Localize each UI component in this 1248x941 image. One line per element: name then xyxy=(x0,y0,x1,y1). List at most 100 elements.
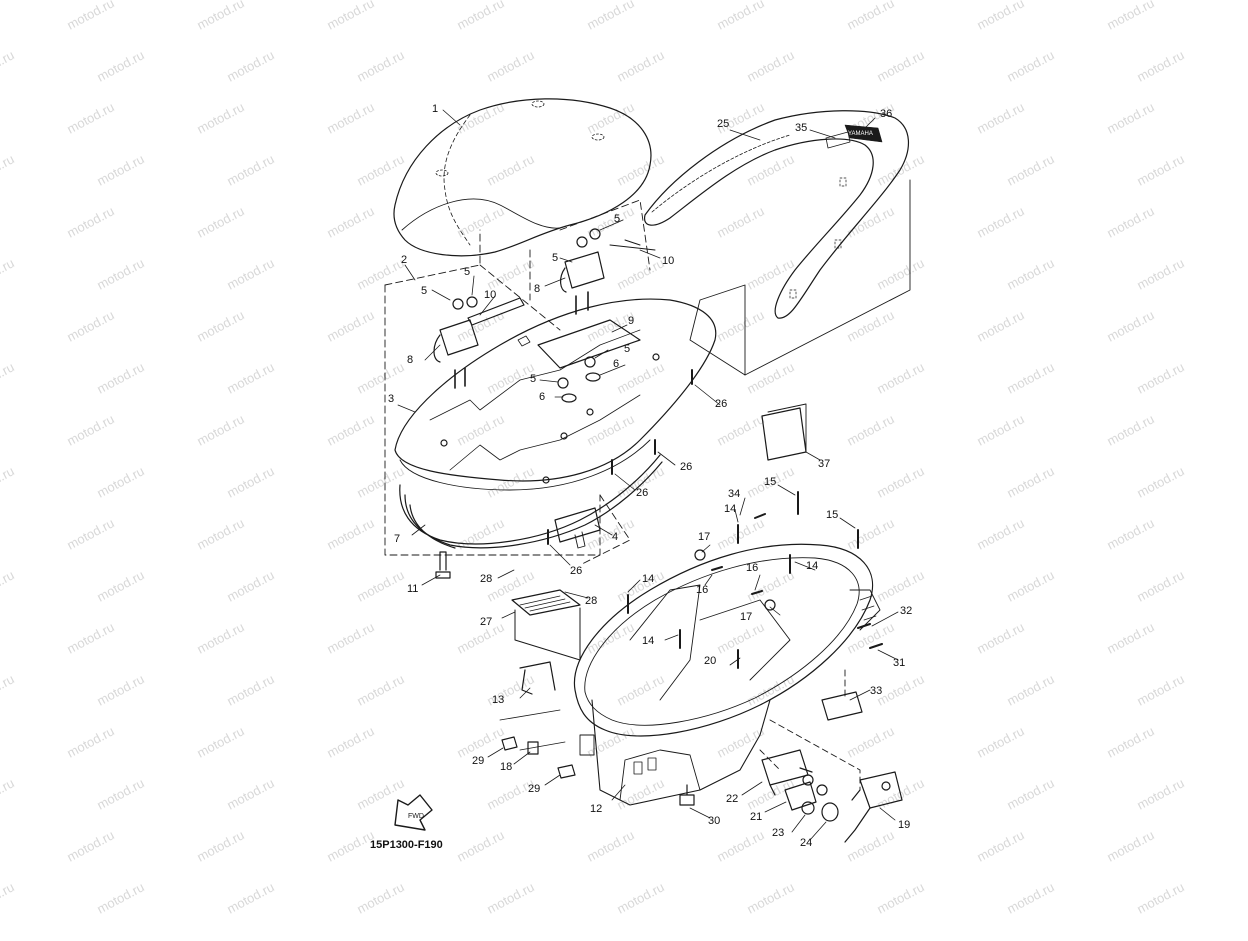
watermark-text: motod.ru xyxy=(874,567,926,604)
watermark-text: motod.ru xyxy=(224,47,276,84)
watermark-text: motod.ru xyxy=(224,463,276,500)
callout-c28b: 28 xyxy=(585,595,597,607)
watermark-text: motod.ru xyxy=(194,203,246,240)
callout-c31: 31 xyxy=(893,657,905,669)
watermark-text: motod.ru xyxy=(64,723,116,760)
callout-c26b: 26 xyxy=(680,461,692,473)
callout-c33: 33 xyxy=(870,685,882,697)
watermark-text: motod.ru xyxy=(194,99,246,136)
watermark-text: motod.ru xyxy=(1104,0,1156,33)
watermark-text: motod.ru xyxy=(354,151,406,188)
callout-c24: 24 xyxy=(800,837,812,849)
callout-c11: 11 xyxy=(407,583,418,595)
watermark-text: motod.ru xyxy=(0,255,17,292)
owners-manual-part xyxy=(761,403,807,461)
watermark-text: motod.ru xyxy=(194,515,246,552)
watermark-text: motod.ru xyxy=(974,411,1026,448)
callout-c7: 7 xyxy=(394,533,400,545)
watermark-text: motod.ru xyxy=(844,515,896,552)
callout-c15b: 15 xyxy=(826,509,838,521)
callout-c25: 25 xyxy=(717,118,729,130)
callout-c14b: 14 xyxy=(642,573,654,585)
watermark-text: motod.ru xyxy=(324,619,376,656)
watermark-text: motod.ru xyxy=(584,0,636,33)
watermark-text: motod.ru xyxy=(844,411,896,448)
watermark-text: motod.ru xyxy=(874,47,926,84)
clip-18 xyxy=(527,741,539,755)
callout-c29a: 29 xyxy=(472,755,484,767)
clip-13 xyxy=(519,661,556,695)
washer-17b xyxy=(764,599,776,611)
watermark-text: motod.ru xyxy=(484,255,536,292)
callout-c16a: 16 xyxy=(746,562,758,574)
watermark-text: motod.ru xyxy=(614,47,666,84)
fwd-label: FWD xyxy=(408,813,424,820)
watermark-text: motod.ru xyxy=(614,359,666,396)
watermark-text: motod.ru xyxy=(484,879,536,916)
callout-c14a: 14 xyxy=(724,503,736,515)
watermark-text: motod.ru xyxy=(224,255,276,292)
watermark-text: motod.ru xyxy=(1004,775,1056,812)
watermark-text: motod.ru xyxy=(324,515,376,552)
watermark-text: motod.ru xyxy=(354,255,406,292)
callout-c16b: 16 xyxy=(696,584,708,596)
watermark-text: motod.ru xyxy=(714,411,766,448)
seat-part xyxy=(393,98,652,257)
callout-c17a: 17 xyxy=(698,531,710,543)
watermark-text: motod.ru xyxy=(714,515,766,552)
watermark-text: motod.ru xyxy=(1004,255,1056,292)
watermark-text: motod.ru xyxy=(584,827,636,864)
callout-c23: 23 xyxy=(772,827,784,839)
plate-27-part xyxy=(511,589,581,661)
watermark-text: motod.ru xyxy=(974,0,1026,33)
watermark-text: motod.ru xyxy=(64,515,116,552)
watermark-text: motod.ru xyxy=(1134,151,1186,188)
watermark-text: motod.ru xyxy=(324,99,376,136)
callout-c28a: 28 xyxy=(480,573,492,585)
watermark-text: motod.ru xyxy=(454,827,506,864)
watermark-text: motod.ru xyxy=(714,307,766,344)
callout-c19: 19 xyxy=(898,819,910,831)
callout-c29b: 29 xyxy=(528,783,540,795)
watermark-text: motod.ru xyxy=(744,879,796,916)
seat-pan-part xyxy=(394,298,717,491)
callout-c26c: 26 xyxy=(636,487,648,499)
callout-c9: 9 xyxy=(628,315,634,327)
watermark-text: motod.ru xyxy=(324,411,376,448)
callout-labels: 1234555555667889101011121314141414151516… xyxy=(388,103,912,849)
watermark-text: motod.ru xyxy=(1134,47,1186,84)
watermark-text: motod.ru xyxy=(1004,567,1056,604)
watermark-text: motod.ru xyxy=(614,255,666,292)
watermark-text: motod.ru xyxy=(1134,463,1186,500)
watermark-text: motod.ru xyxy=(1104,411,1156,448)
callout-c5e: 5 xyxy=(624,343,630,355)
callout-c8a: 8 xyxy=(407,354,413,366)
watermark-text: motod.ru xyxy=(484,463,536,500)
callout-c20: 20 xyxy=(704,655,716,667)
watermark-text: motod.ru xyxy=(224,151,276,188)
watermark-text: motod.ru xyxy=(1104,515,1156,552)
watermark-text: motod.ru xyxy=(324,307,376,344)
callout-c15a: 15 xyxy=(764,476,776,488)
watermark-text: motod.ru xyxy=(1004,671,1056,708)
callout-c14d: 14 xyxy=(806,560,818,572)
callout-c8b: 8 xyxy=(534,283,540,295)
callout-c10b: 10 xyxy=(662,255,674,267)
watermark-text: motod.ru xyxy=(94,775,146,812)
watermark-text: motod.ru xyxy=(1004,359,1056,396)
watermark-text: motod.ru xyxy=(324,0,376,33)
watermark-text: motod.ru xyxy=(324,723,376,760)
watermark-text: motod.ru xyxy=(1004,47,1056,84)
watermark-text: motod.ru xyxy=(224,359,276,396)
callout-c5c: 5 xyxy=(614,213,620,225)
watermark-text: motod.ru xyxy=(0,47,17,84)
bolt-11 xyxy=(435,551,451,579)
watermark-text: motod.ru xyxy=(744,359,796,396)
callout-c36: 36 xyxy=(880,108,892,120)
watermark-text: motod.ru xyxy=(64,0,116,33)
watermark-text: motod.ru xyxy=(1004,879,1056,916)
watermark-text: motod.ru xyxy=(94,359,146,396)
watermark-text: motod.ru xyxy=(484,151,536,188)
watermark-text: motod.ru xyxy=(324,827,376,864)
